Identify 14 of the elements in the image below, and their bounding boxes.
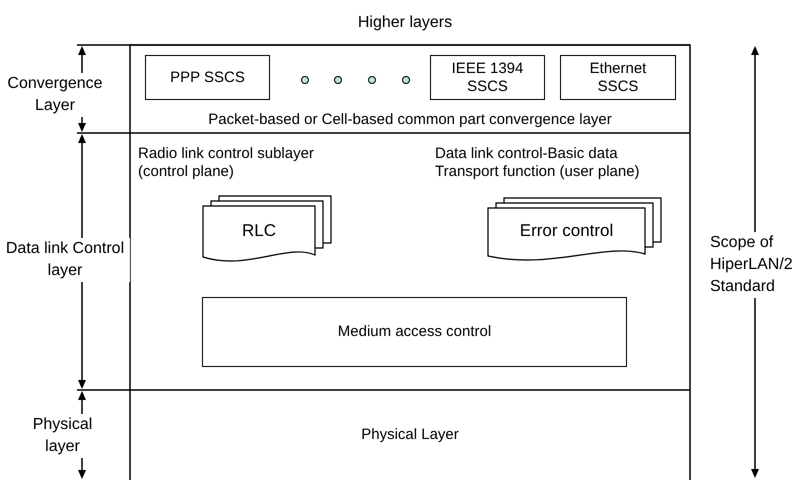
sublayer-box <box>560 55 676 100</box>
layer-heading: Physical Layer <box>360 426 460 444</box>
box-label: IEEE 1394 SSCS <box>450 60 524 96</box>
box-label: PPP SSCS <box>169 68 246 86</box>
layer-heading: Packet-based or Cell-based common part convergence layer <box>207 111 613 129</box>
box-label: Error control <box>520 221 614 241</box>
sublayer-box <box>145 55 270 100</box>
box-label: RLC <box>242 220 276 240</box>
box-label: Ethernet SSCS <box>588 60 648 96</box>
sublayer-box <box>430 55 545 100</box>
layer-heading: Data link control-Basic data Transport function (user plane) <box>435 145 641 181</box>
process-box <box>202 297 627 367</box>
layer-heading: Radio link control sublayer (control plane) <box>138 145 315 181</box>
box-label: Medium access control <box>336 323 492 341</box>
